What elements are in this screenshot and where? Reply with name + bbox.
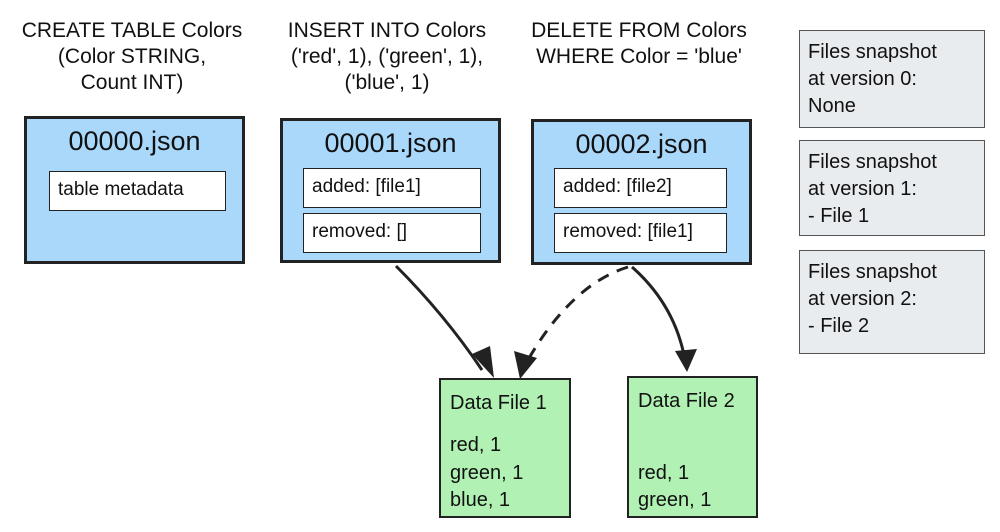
data-file-row: red, 1 (450, 434, 502, 456)
commit-00001-json: 00001.json added: [file1] removed: [] (280, 118, 501, 263)
caption-line: INSERT INTO Colors (287, 19, 487, 42)
commit-entry-added: added: [file2] (554, 168, 727, 208)
snapshot-line: at version 0: (808, 68, 917, 90)
snapshot-version-0: Files snapshot at version 0: None (799, 30, 985, 128)
arrowhead (675, 349, 697, 372)
snapshot-line: at version 2: (808, 288, 917, 310)
commit-entry-table-metadata: table metadata (49, 171, 226, 211)
snapshot-line: at version 1: (808, 178, 917, 200)
caption-create-table: CREATE TABLE Colors (Color STRING, Count… (8, 18, 256, 96)
commit-title: 00000.json (68, 126, 201, 156)
snapshot-line: Files snapshot (808, 261, 937, 283)
snapshot-version-2: Files snapshot at version 2: - File 2 (799, 250, 985, 354)
data-file-row: blue, 1 (450, 489, 511, 511)
snapshot-line: None (808, 95, 856, 117)
data-file-1: Data File 1 red, 1 green, 1 blue, 1 (439, 378, 571, 518)
snapshot-line: Files snapshot (808, 41, 937, 63)
caption-line: WHERE Color = 'blue' (536, 45, 742, 68)
commit-entry-removed: removed: [] (303, 213, 481, 253)
arrow-00002-to-data-file-1-dashed (523, 265, 629, 366)
data-file-row: red, 1 (638, 462, 690, 484)
caption-line: (Color STRING, (57, 45, 207, 68)
data-file-title: Data File 2 (638, 390, 735, 412)
commit-entry-removed: removed: [file1] (554, 213, 727, 253)
snapshot-line: - File 1 (808, 205, 870, 227)
commit-entry-added: added: [file1] (303, 168, 481, 208)
caption-line: DELETE FROM Colors (531, 19, 747, 42)
commit-title: 00001.json (324, 128, 457, 158)
data-file-title: Data File 1 (450, 392, 547, 414)
snapshot-line: Files snapshot (808, 151, 937, 173)
arrow-00001-to-data-file-1 (394, 264, 484, 371)
arrow-00002-to-data-file-2 (631, 265, 687, 361)
commit-00002-json: 00002.json added: [file2] removed: [file… (531, 119, 752, 265)
caption-delete-from: DELETE FROM Colors WHERE Color = 'blue' (512, 18, 766, 70)
arrowhead (514, 351, 537, 379)
commit-00000-json: 00000.json table metadata (24, 116, 245, 264)
caption-line: CREATE TABLE Colors (21, 19, 243, 42)
snapshot-version-1: Files snapshot at version 1: - File 1 (799, 140, 985, 236)
data-file-row: green, 1 (638, 489, 712, 511)
arrowhead (472, 346, 494, 378)
caption-line: Count INT) (80, 71, 184, 94)
caption-insert-into: INSERT INTO Colors ('red', 1), ('green',… (262, 18, 512, 96)
caption-line: ('blue', 1) (344, 71, 430, 94)
snapshot-line: - File 2 (808, 315, 870, 337)
commit-title: 00002.json (575, 129, 708, 159)
caption-line: ('red', 1), ('green', 1), (290, 45, 484, 68)
data-file-2: Data File 2 red, 1 green, 1 (627, 376, 758, 518)
data-file-row: green, 1 (450, 462, 524, 484)
